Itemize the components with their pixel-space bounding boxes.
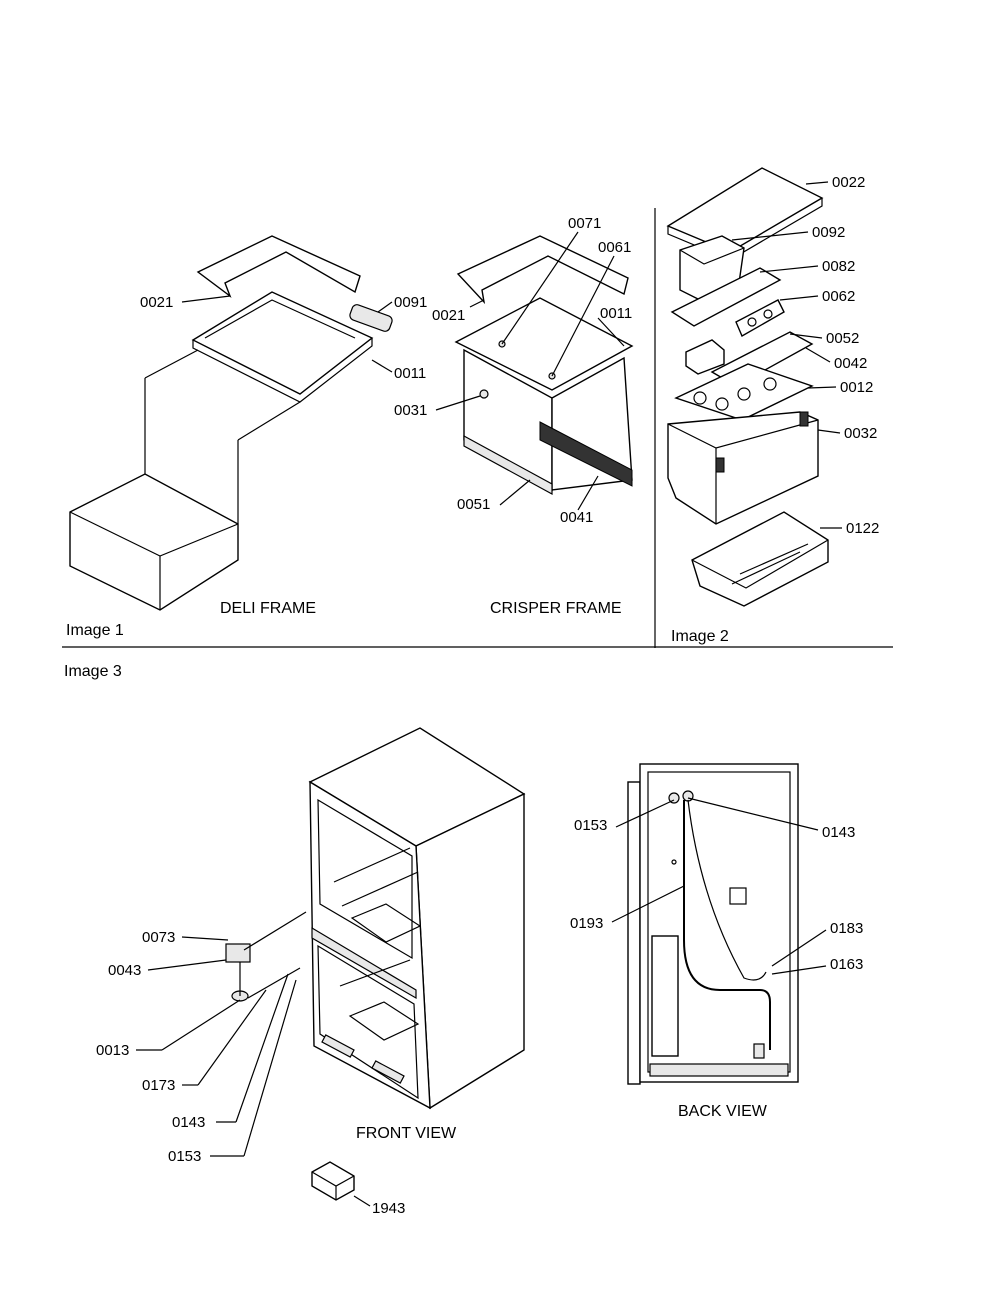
part-label-0011-deli: 0011 bbox=[394, 365, 426, 382]
part-label-0163: 0163 bbox=[830, 956, 863, 973]
caption-deli-frame: DELI FRAME bbox=[220, 600, 316, 617]
part-label-0021-crisper: 0021 bbox=[432, 307, 465, 324]
crisper-grille bbox=[539, 421, 633, 487]
caption-crisper-frame: CRISPER FRAME bbox=[490, 600, 622, 617]
part-label-0153-back: 0153 bbox=[574, 817, 607, 834]
part-label-0052: 0052 bbox=[826, 330, 859, 347]
part-label-0143-back: 0143 bbox=[822, 824, 855, 841]
part-label-0143-front: 0143 bbox=[172, 1114, 205, 1131]
deli-lid bbox=[196, 235, 361, 299]
part-label-0153-front: 0153 bbox=[168, 1148, 201, 1165]
front-view-cabinet bbox=[136, 727, 526, 1207]
back-view-cabinet bbox=[611, 763, 827, 1085]
part-label-0122: 0122 bbox=[846, 520, 879, 537]
part-label-0032: 0032 bbox=[844, 425, 877, 442]
thermostat-housing bbox=[225, 943, 251, 963]
crisper-frame-assembly bbox=[435, 231, 634, 511]
part-label-0183: 0183 bbox=[830, 920, 863, 937]
deli-drawer bbox=[69, 473, 239, 611]
egg-shelf bbox=[735, 299, 785, 337]
deli-frame bbox=[191, 291, 374, 395]
part-block-1943 bbox=[311, 1161, 355, 1201]
bin-cover bbox=[666, 167, 824, 253]
door-bin bbox=[667, 411, 819, 525]
part-label-0193: 0193 bbox=[570, 915, 603, 932]
deli-handle bbox=[349, 304, 393, 332]
image-3-label: Image 3 bbox=[64, 663, 122, 680]
crisper-knob bbox=[479, 389, 489, 399]
part-label-0012: 0012 bbox=[840, 379, 873, 396]
part-label-0031: 0031 bbox=[394, 402, 427, 419]
part-label-0073: 0073 bbox=[142, 929, 175, 946]
part-label-1943: 1943 bbox=[372, 1200, 405, 1217]
part-label-0173: 0173 bbox=[142, 1077, 175, 1094]
part-label-0013: 0013 bbox=[96, 1042, 129, 1059]
part-label-0011-crisper: 0011 bbox=[600, 305, 632, 322]
egg-tray bbox=[674, 363, 814, 421]
part-label-0022: 0022 bbox=[832, 174, 865, 191]
caption-back-view: BACK VIEW bbox=[678, 1103, 768, 1120]
part-label-0041: 0041 bbox=[560, 509, 593, 526]
image-1-label: Image 1 bbox=[66, 622, 124, 639]
crisper-frame bbox=[454, 297, 634, 391]
part-label-0092: 0092 bbox=[812, 224, 845, 241]
part-label-0071: 0071 bbox=[568, 215, 601, 232]
part-label-0051: 0051 bbox=[457, 496, 490, 513]
deli-frame-assembly bbox=[69, 235, 393, 611]
bin-insert-left bbox=[685, 339, 725, 375]
part-label-0091: 0091 bbox=[394, 294, 427, 311]
part-label-0082: 0082 bbox=[822, 258, 855, 275]
part-label-0021-deli: 0021 bbox=[140, 294, 173, 311]
crisper-front-strip bbox=[463, 434, 553, 496]
part-label-0061: 0061 bbox=[598, 239, 631, 256]
lower-bin bbox=[691, 511, 829, 607]
part-label-0043: 0043 bbox=[108, 962, 141, 979]
door-bin-assembly bbox=[666, 167, 842, 607]
caption-front-view: FRONT VIEW bbox=[356, 1125, 457, 1142]
part-label-0042: 0042 bbox=[834, 355, 867, 372]
part-label-0062: 0062 bbox=[822, 288, 855, 305]
image-2-label: Image 2 bbox=[671, 628, 729, 645]
bin-tray bbox=[670, 267, 782, 327]
